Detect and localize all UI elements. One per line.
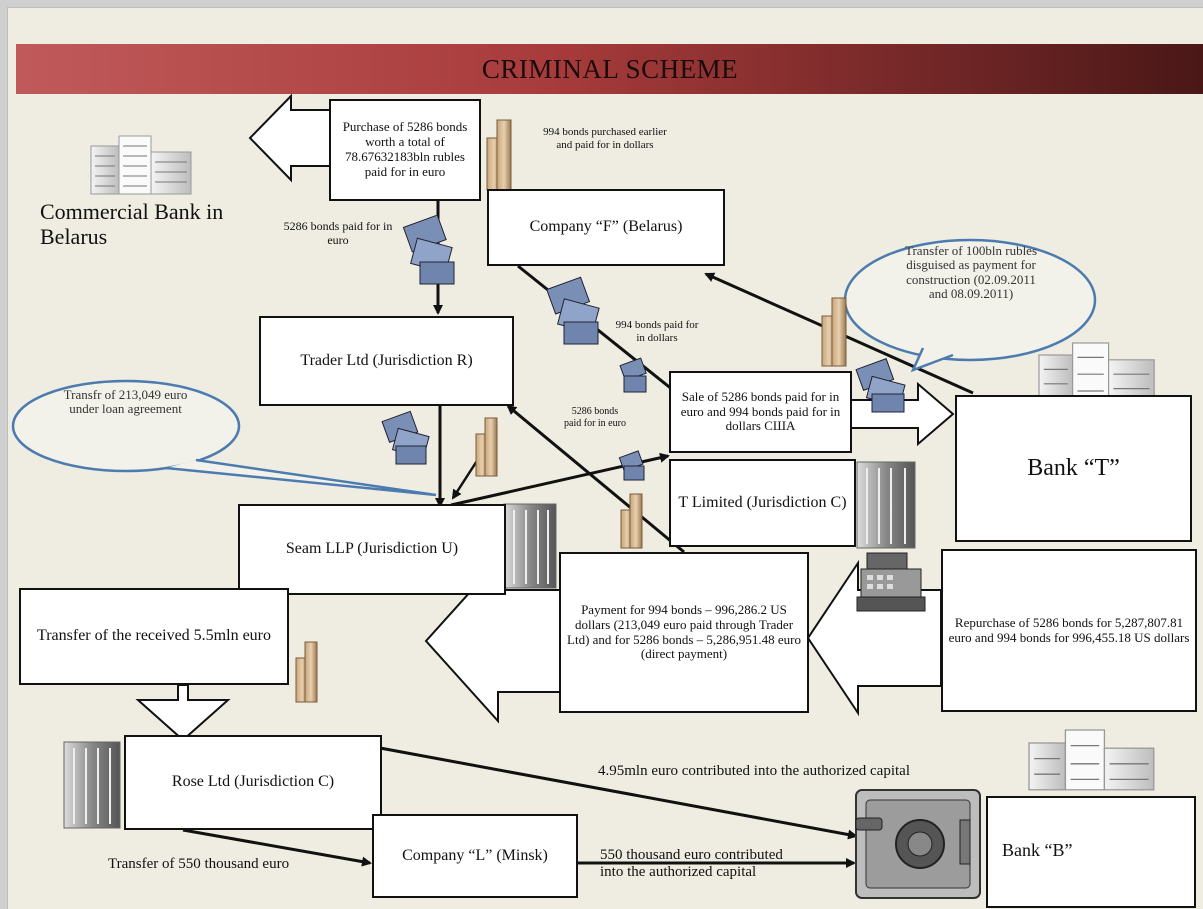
banknotes-icon <box>855 358 906 413</box>
box-repurchase: Repurchase of 5286 bonds for 5,287,807.8… <box>941 549 1197 712</box>
safe-icon <box>855 789 981 899</box>
diagram-canvas <box>11 93 1155 899</box>
box-seam: Seam LLP (Jurisdiction U) <box>238 504 506 595</box>
cash-register-icon <box>856 552 926 612</box>
box-t-limited: T Limited (Jurisdiction C) <box>669 459 856 547</box>
coin-stack-icon <box>475 417 498 477</box>
box-bank-t: Bank “T” <box>955 395 1192 542</box>
slide-title: CRIMINAL SCHEME <box>481 53 739 84</box>
bonds-5286-euro-label: 5286 bonds paid for in euro <box>283 219 393 247</box>
box-transfer-received: Transfer of the received 5.5mln euro <box>19 588 289 685</box>
building-icon <box>90 135 192 195</box>
banknotes-icon <box>381 410 430 465</box>
skyscraper-icon <box>63 741 121 829</box>
banknotes-icon <box>546 276 600 345</box>
box-payment: Payment for 994 bonds – 996,286.2 US dol… <box>559 552 809 713</box>
banknotes-icon <box>618 450 645 481</box>
box-rose: Rose Ltd (Jurisdiction C) <box>124 735 382 830</box>
slide: CRIMINAL SCHEME <box>7 7 1203 909</box>
arrow-payment-to-trader <box>506 404 685 554</box>
arrow-rose-to-bank-b <box>379 746 858 840</box>
title-bar: CRIMINAL SCHEME <box>16 44 1203 94</box>
bonds-994-dollars-label: 994 bonds paid for in dollars <box>615 319 699 344</box>
bubble-loan <box>11 379 437 497</box>
contributed-550-label: 550 thousand euro contributed into the a… <box>600 847 783 881</box>
coin-stack-icon <box>821 297 847 367</box>
arrow-rose-to-company-l <box>182 828 372 867</box>
arrow-transfer-down <box>135 684 231 742</box>
bubble-construction-text: Transfer of 100bln rubles disguised as p… <box>904 243 1038 301</box>
box-company-f: Company “F” (Belarus) <box>487 189 725 266</box>
bonds-5286-euro-small-label: 5286 bonds paid for in euro <box>564 406 626 429</box>
banknotes-icon <box>619 357 647 393</box>
contributed-495-label: 4.95mln euro contributed into the author… <box>598 763 910 779</box>
bubble-loan-text: Transfr of 213,049 euro under loan agree… <box>63 387 188 417</box>
banknotes-icon <box>402 214 455 285</box>
building-icon <box>1028 729 1155 791</box>
box-trader: Trader Ltd (Jurisdiction R) <box>259 316 514 406</box>
skyscraper-icon <box>856 461 916 549</box>
commercial-bank-label: Commercial Bank in Belarus <box>40 199 224 250</box>
box-company-l: Company “L” (Minsk) <box>372 814 578 898</box>
box-purchase: Purchase of 5286 bonds worth a total of … <box>329 99 481 201</box>
arrow-to-commercial-bank <box>248 93 332 183</box>
coin-stack-icon <box>620 493 643 549</box>
coin-stack-icon <box>295 641 318 703</box>
bonds-994-earlier-label: 994 bonds purchased earlier and paid for… <box>543 126 667 151</box>
transfer-550-label: Transfer of 550 thousand euro <box>108 856 290 872</box>
skyscraper-icon <box>503 503 557 589</box>
box-sale: Sale of 5286 bonds paid for in euro and … <box>669 371 852 453</box>
coin-stack-icon <box>486 119 512 191</box>
arrow-sale-to-bank-t <box>849 381 955 447</box>
building-icon <box>1038 342 1155 404</box>
box-bank-b: Bank “B” <box>986 796 1196 908</box>
